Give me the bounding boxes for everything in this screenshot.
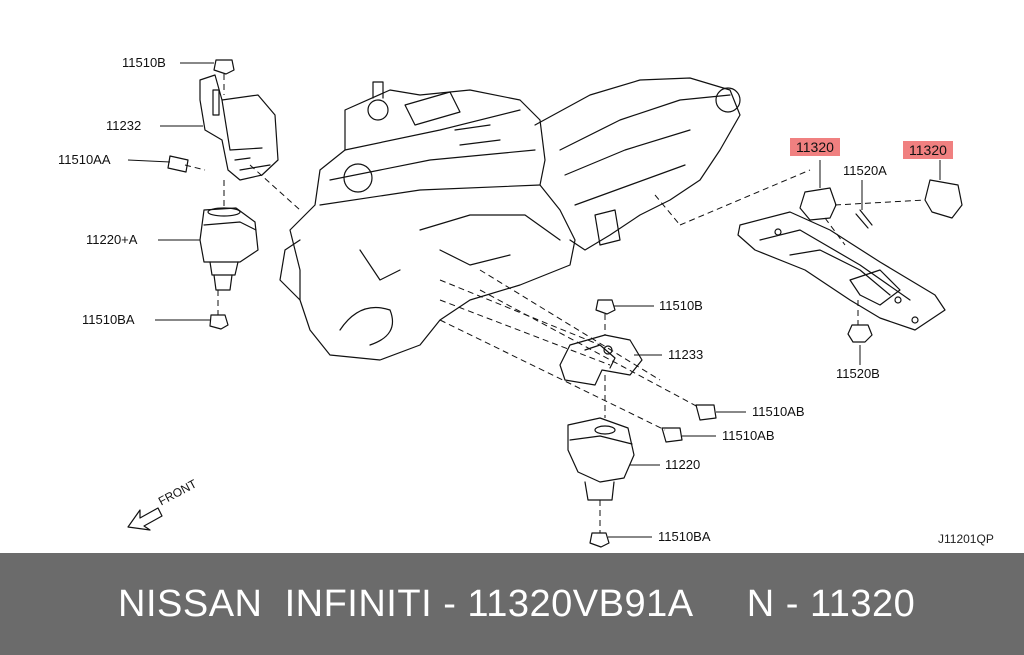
- rear-crossmember: [737, 211, 946, 331]
- part-number-text: NISSAN INFINITI - 11320VB91A N - 11320: [118, 582, 916, 625]
- part-label-11510aa: 11510AA: [58, 152, 111, 167]
- part-label-11510ab-lower: 11510AB: [722, 428, 775, 443]
- part-label-11520b: 11520B: [836, 366, 880, 381]
- part-label-11510b-right: 11510B: [659, 298, 703, 313]
- engine-block-outline: [289, 89, 576, 361]
- diagram-code: J11201QP: [938, 532, 994, 546]
- front-arrow: [127, 507, 163, 531]
- engine-mount-drawing: [127, 59, 963, 548]
- part-label-11510ba-left: 11510BA: [82, 312, 135, 327]
- part-label-11232: 11232: [106, 118, 142, 133]
- bracket-11232: [199, 74, 279, 181]
- parts-diagram: 11510B 11232 11510AA 11220+A 11510BA 115…: [58, 55, 994, 548]
- rear-mount-part-alt: [924, 179, 963, 219]
- part-label-11220: 11220: [665, 457, 701, 472]
- part-label-11320-highlighted-alt[interactable]: 11320: [903, 141, 953, 159]
- part-label-11510ab-upper: 11510AB: [752, 404, 805, 419]
- transmission-outline: [534, 77, 741, 251]
- part-label-11233: 11233: [668, 347, 704, 362]
- part-label-11510b-top: 11510B: [122, 55, 166, 70]
- part-label-11510ba-bottom: 11510BA: [658, 529, 711, 544]
- rear-mount-part: [799, 187, 837, 221]
- part-number-banner: NISSAN INFINITI - 11320VB91A N - 11320: [0, 553, 1024, 655]
- part-label-11220a: 11220+A: [86, 232, 138, 247]
- part-label-11520a: 11520A: [843, 163, 887, 178]
- insulator-11220: [567, 417, 635, 483]
- bracket-11233: [559, 334, 643, 386]
- part-label-11320-highlighted[interactable]: 11320: [790, 138, 840, 156]
